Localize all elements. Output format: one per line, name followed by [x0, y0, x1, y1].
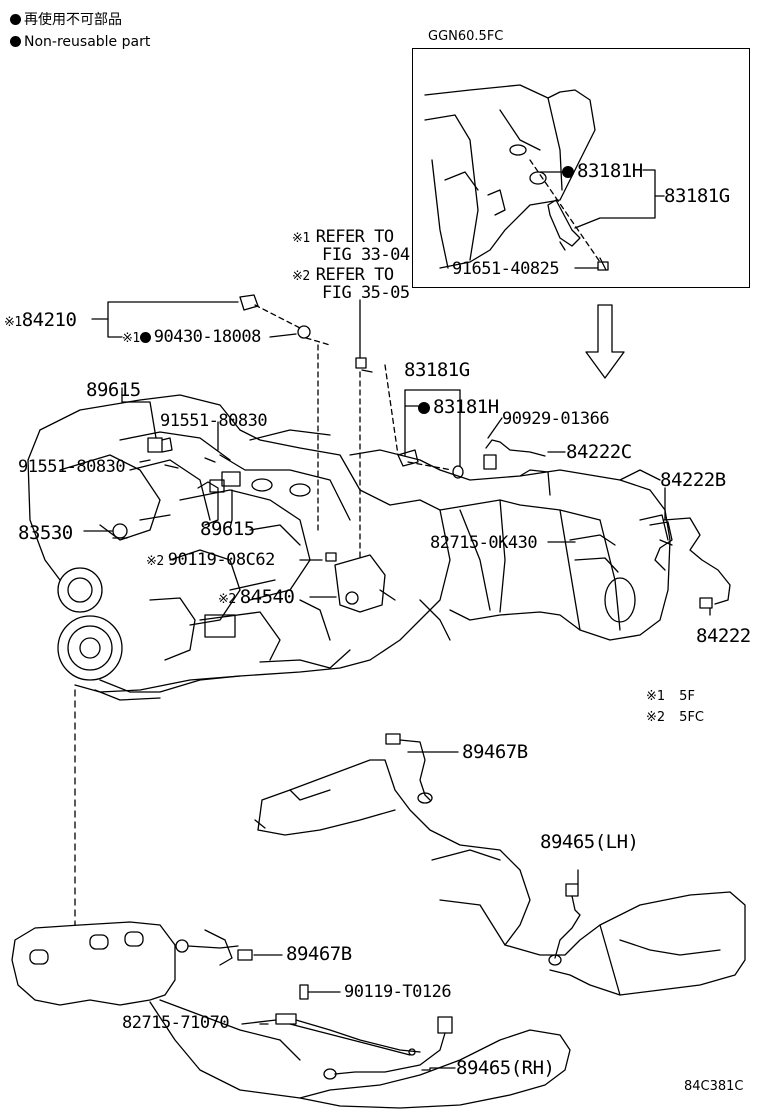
part-91551-80830-upper[interactable]: 91551-80830 — [160, 411, 268, 431]
inset-sensor-drawing — [529, 159, 609, 271]
refer-mark: ※1 — [292, 231, 310, 246]
part-label: 83181H — [433, 396, 499, 418]
exhaust-lh-drawing — [254, 759, 746, 996]
part-label: 84210 — [21, 309, 77, 331]
o2-sensor-lh-drawings — [385, 733, 581, 966]
o2-sensor-rh-drawings — [175, 929, 453, 1080]
part-89615-upper[interactable]: 89615 — [86, 379, 141, 401]
refer-note-1[interactable]: ※1 REFER TO — [292, 228, 394, 248]
bullet-icon — [139, 332, 151, 343]
part-84222B[interactable]: 84222B — [660, 469, 726, 491]
refer-note-1-fig[interactable]: FIG 33-04 — [322, 245, 410, 265]
part-89615-lower[interactable]: 89615 — [200, 518, 255, 540]
note-mark: ※1 — [4, 315, 22, 330]
engine-drawing — [27, 394, 451, 701]
part-label: 90430-18008 — [153, 327, 262, 347]
legend-jp: 再使用不可部品 — [10, 10, 122, 30]
refer-mark: ※2 — [292, 269, 310, 284]
part-90119-T0126[interactable]: 90119-T0126 — [344, 982, 452, 1002]
refer-text: REFER TO — [315, 227, 394, 247]
note-mark: ※2 — [646, 710, 666, 725]
legend-en-text: Non-reusable part — [24, 34, 151, 50]
part-label: 83181H — [577, 160, 643, 182]
inset-frame — [412, 48, 750, 288]
part-82715-0K430[interactable]: 82715-0K430 — [430, 533, 538, 553]
part-89465-RH[interactable]: 89465(RH) — [456, 1057, 555, 1079]
inset-housing-drawing — [424, 84, 596, 269]
refer-note-2[interactable]: ※2 REFER TO — [292, 266, 394, 286]
part-label: 90119-08C62 — [167, 550, 276, 570]
bullet-icon — [418, 402, 430, 414]
part-89465-LH[interactable]: 89465(LH) — [540, 831, 639, 853]
note-1: ※1 5F — [646, 690, 695, 704]
note-mark: ※2 — [218, 592, 236, 607]
part-84222[interactable]: 84222 — [696, 625, 751, 647]
part-83181G-inset[interactable]: 83181G — [664, 185, 730, 207]
figure-code: 84C381C — [684, 1079, 744, 1094]
bullet-icon — [10, 14, 21, 25]
part-90929-01366[interactable]: 90929-01366 — [502, 409, 610, 429]
part-83181H[interactable]: 83181H — [418, 397, 499, 417]
vss-harness-drawing — [483, 439, 731, 609]
note-mark: ※1 — [122, 331, 140, 346]
part-84210[interactable]: ※184210 — [4, 309, 77, 333]
part-89467B-lower[interactable]: 89467B — [286, 943, 352, 965]
note-text: 5F — [679, 689, 695, 704]
transmission-drawing — [349, 449, 671, 641]
bullet-icon — [10, 36, 21, 47]
part-83181H-inset[interactable]: 83181H — [562, 161, 643, 181]
note-mark: ※2 — [146, 554, 164, 569]
sensor-83181-drawing — [355, 357, 464, 479]
note-text: 5FC — [679, 710, 704, 725]
speed-sensor-84540-drawing — [325, 552, 386, 613]
legend-jp-text: 再使用不可部品 — [24, 12, 122, 28]
knock-sensor-drawings — [112, 437, 241, 539]
part-90430-18008[interactable]: ※1 90430-18008 — [122, 328, 261, 348]
note-2: ※2 5FC — [646, 711, 704, 725]
refer-note-2-fig[interactable]: FIG 35-05 — [322, 283, 410, 303]
refer-text: REFER TO — [315, 265, 394, 285]
note-mark: ※1 — [646, 689, 666, 704]
part-84222C[interactable]: 84222C — [566, 441, 632, 463]
inset-title: GGN60.5FC — [428, 29, 504, 44]
part-91651-40825[interactable]: 91651-40825 — [452, 259, 560, 279]
bullet-icon — [562, 166, 574, 178]
part-83530[interactable]: 83530 — [18, 522, 73, 544]
part-89467B-upper[interactable]: 89467B — [462, 741, 528, 763]
part-82715-71070[interactable]: 82715-71070 — [122, 1013, 230, 1033]
exhaust-rh-drawing — [11, 921, 571, 1109]
part-label: 84540 — [239, 586, 295, 608]
part-83181G[interactable]: 83181G — [404, 359, 470, 381]
legend-en: Non-reusable part — [10, 32, 150, 52]
part-91551-80830-lower[interactable]: 91551-80830 — [18, 457, 126, 477]
